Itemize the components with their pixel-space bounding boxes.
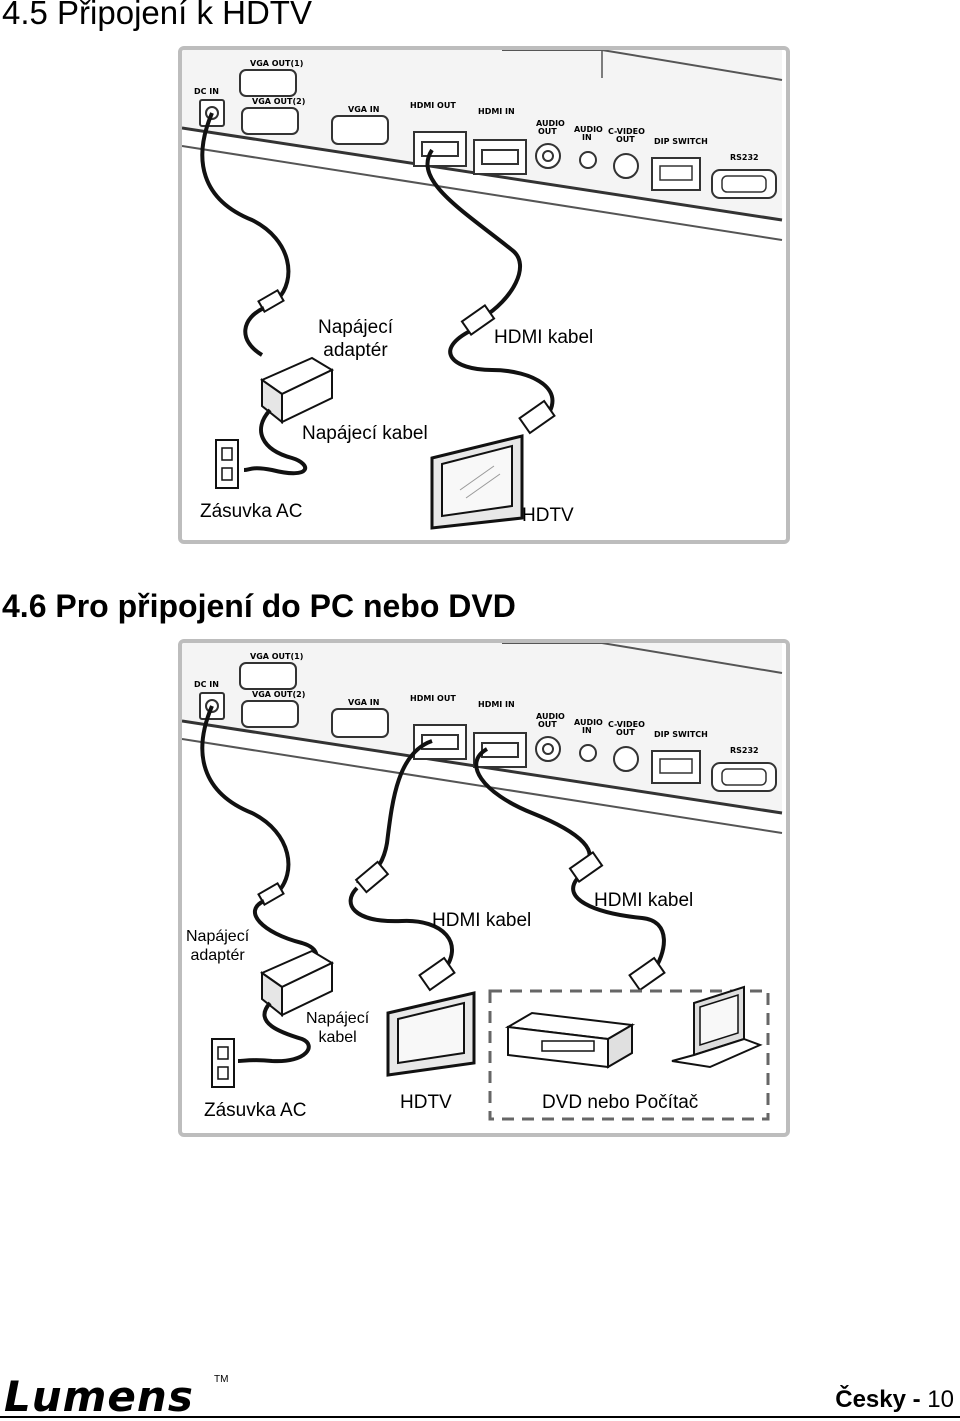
footer-language: Česky - — [835, 1386, 928, 1413]
device-rear-panel — [182, 50, 783, 241]
label-power-cable: Napájecí kabel — [306, 1010, 370, 1046]
power-adapter-icon — [259, 949, 335, 1018]
footer-rule — [0, 1416, 960, 1418]
power-cable — [243, 408, 308, 476]
port-label-hdmi-in: HDMI IN — [478, 107, 515, 116]
port-label-audio-out-1: AUDIO — [536, 119, 565, 128]
port-label-hdmi-in: HDMI IN — [478, 700, 515, 709]
label-hdmi-cable-2: HDMI kabel — [594, 890, 694, 911]
label-hdtv: HDTV — [400, 1092, 452, 1113]
label-power-adapter: Napájecí adaptér — [318, 317, 393, 361]
port-label-cvideo-out-1: C-VIDEO — [608, 127, 645, 136]
port-label-hdmi-out: HDMI OUT — [410, 101, 456, 110]
power-adapter-icon — [259, 356, 335, 425]
port-label-hdmi-out: HDMI OUT — [410, 694, 456, 703]
diagram-drawing: DC IN VGA OUT(1) VGA OUT(2) VGA IN HDMI … — [182, 643, 783, 1121]
page-footer-label: Česky - 10 — [835, 1386, 954, 1414]
ac-outlet-icon — [211, 1038, 235, 1088]
dvd-player-icon — [504, 1011, 636, 1069]
page-number: 10 — [927, 1386, 954, 1413]
port-label-dip-switch: DIP SWITCH — [654, 730, 708, 739]
pc-dvd-connection-diagram: DC IN VGA OUT(1) VGA OUT(2) VGA IN HDMI … — [178, 639, 790, 1137]
hdmi-cable-line — [425, 148, 523, 320]
hdtv-icon — [430, 434, 524, 530]
port-label-dip-switch: DIP SWITCH — [654, 137, 708, 146]
lumens-logo: Lumens — [4, 1372, 194, 1421]
port-label-audio-in-1: AUDIO — [574, 125, 603, 134]
port-label-vga-out-1: VGA OUT(1) — [250, 652, 303, 661]
port-label-vga-out-1: VGA OUT(1) — [250, 59, 303, 68]
ac-outlet-icon — [215, 439, 239, 489]
port-label-cvideo-out-2: OUT — [616, 135, 635, 144]
port-label-audio-in-1: AUDIO — [574, 718, 603, 727]
label-ac-outlet: Zásuvka AC — [200, 501, 303, 522]
label-hdmi-cable: HDMI kabel — [494, 327, 594, 348]
port-label-vga-in: VGA IN — [348, 698, 379, 707]
port-label-audio-in-2: IN — [582, 726, 592, 735]
dc-cable — [200, 705, 291, 895]
port-label-cvideo-out-2: OUT — [616, 728, 635, 737]
port-label-vga-out-2: VGA OUT(2) — [252, 690, 305, 699]
label-hdtv: HDTV — [522, 505, 574, 526]
port-label-cvideo-out-1: C-VIDEO — [608, 720, 645, 729]
hdtv-connection-diagram: DC IN VGA OUT(1) VGA OUT(2) VGA IN HDMI … — [178, 46, 790, 544]
section-heading-pc-dvd: 4.6 Pro připojení do PC nebo DVD — [2, 588, 516, 624]
port-label-audio-out-2: OUT — [538, 127, 557, 136]
port-label-audio-out-2: OUT — [538, 720, 557, 729]
port-label-dc-in: DC IN — [194, 680, 219, 689]
label-power-cable: Napájecí kabel — [302, 423, 428, 444]
hdmi-out-cable — [356, 739, 433, 884]
label-dvd-pc: DVD nebo Počítač — [542, 1092, 699, 1113]
label-ac-outlet: Zásuvka AC — [204, 1100, 307, 1121]
port-label-vga-in: VGA IN — [348, 105, 379, 114]
dc-cable — [200, 112, 291, 302]
port-label-rs232: RS232 — [730, 746, 759, 755]
label-hdmi-cable-1: HDMI kabel — [432, 910, 532, 931]
hdmi-plug-bottom — [518, 399, 556, 435]
laptop-icon — [671, 985, 763, 1069]
power-cable — [237, 1001, 311, 1064]
section-heading-hdtv: 4.5 Připojení k HDTV — [2, 0, 312, 31]
port-label-dc-in: DC IN — [194, 87, 219, 96]
diagram-drawing: DC IN VGA OUT(1) VGA OUT(2) VGA IN HDMI … — [182, 50, 783, 530]
device-rear-panel — [182, 643, 783, 834]
hdmi-in-cable — [474, 747, 592, 870]
dvd-pc-group-box — [488, 989, 770, 1121]
port-label-vga-out-2: VGA OUT(2) — [252, 97, 305, 106]
port-label-rs232: RS232 — [730, 153, 759, 162]
label-power-adapter: Napájecí adaptér — [186, 928, 250, 964]
port-label-audio-out-1: AUDIO — [536, 712, 565, 721]
hdtv-icon — [386, 991, 476, 1077]
hdmi-plug-top — [460, 304, 496, 336]
trademark-mark: TM — [214, 1374, 229, 1385]
port-label-audio-in-2: IN — [582, 133, 592, 142]
